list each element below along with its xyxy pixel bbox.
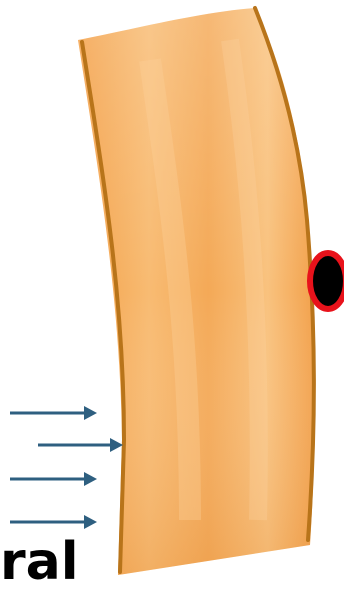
right-arrow-icon	[38, 438, 123, 452]
right-arrow-icon	[10, 406, 97, 420]
caption-text: ral	[0, 536, 79, 588]
right-arrow-icon	[10, 515, 97, 529]
red-ring-dot-icon	[310, 253, 344, 309]
right-arrow-icon	[10, 472, 97, 486]
membrane-diagram	[0, 0, 344, 580]
